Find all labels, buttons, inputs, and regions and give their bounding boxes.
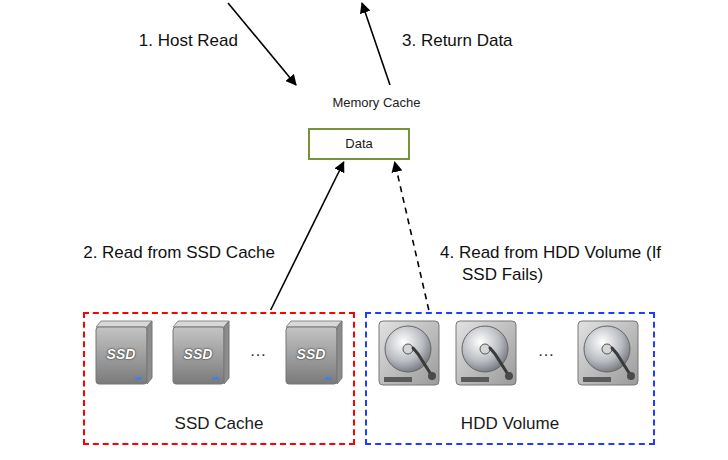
ssd-cache-group: SSD Cache — [83, 312, 355, 445]
ssd-read-arrow — [271, 162, 344, 310]
host-read-arrow — [228, 3, 296, 85]
ssd-icon — [96, 321, 152, 384]
hdd-volume-group: HDD Volume — [365, 312, 655, 445]
hdd-read-arrow — [395, 162, 429, 310]
ellipsis: … — [243, 340, 273, 362]
node-text: Data — [345, 136, 372, 152]
hdd-icon — [379, 321, 439, 385]
memory-cache-shape — [249, 89, 505, 168]
step-label: 4. Read from HDD Volume (If SSD Fails) — [440, 242, 690, 286]
icon-label: SSD — [285, 344, 337, 364]
hdd-icon — [578, 321, 638, 385]
node-text: Memory Cache — [332, 95, 420, 111]
ssd-icon — [286, 321, 342, 384]
node-text: HDD Volume — [461, 414, 559, 434]
step-label: 2. Read from SSD Cache — [83, 242, 275, 264]
ssd-icon — [173, 321, 229, 384]
memory-cache-parallelogram: Memory CacheData — [248, 88, 505, 168]
return-data-arrow — [362, 3, 390, 85]
hdd-icon — [456, 321, 516, 385]
icon-label: SSD — [95, 344, 147, 364]
step-label: 1. Host Read — [139, 30, 238, 52]
step-label: 3. Return Data — [402, 30, 513, 52]
ellipsis: … — [531, 340, 561, 362]
icon-label: SSD — [172, 344, 224, 364]
node-text: SSD Cache — [175, 414, 264, 434]
data-box: Data — [308, 128, 410, 160]
